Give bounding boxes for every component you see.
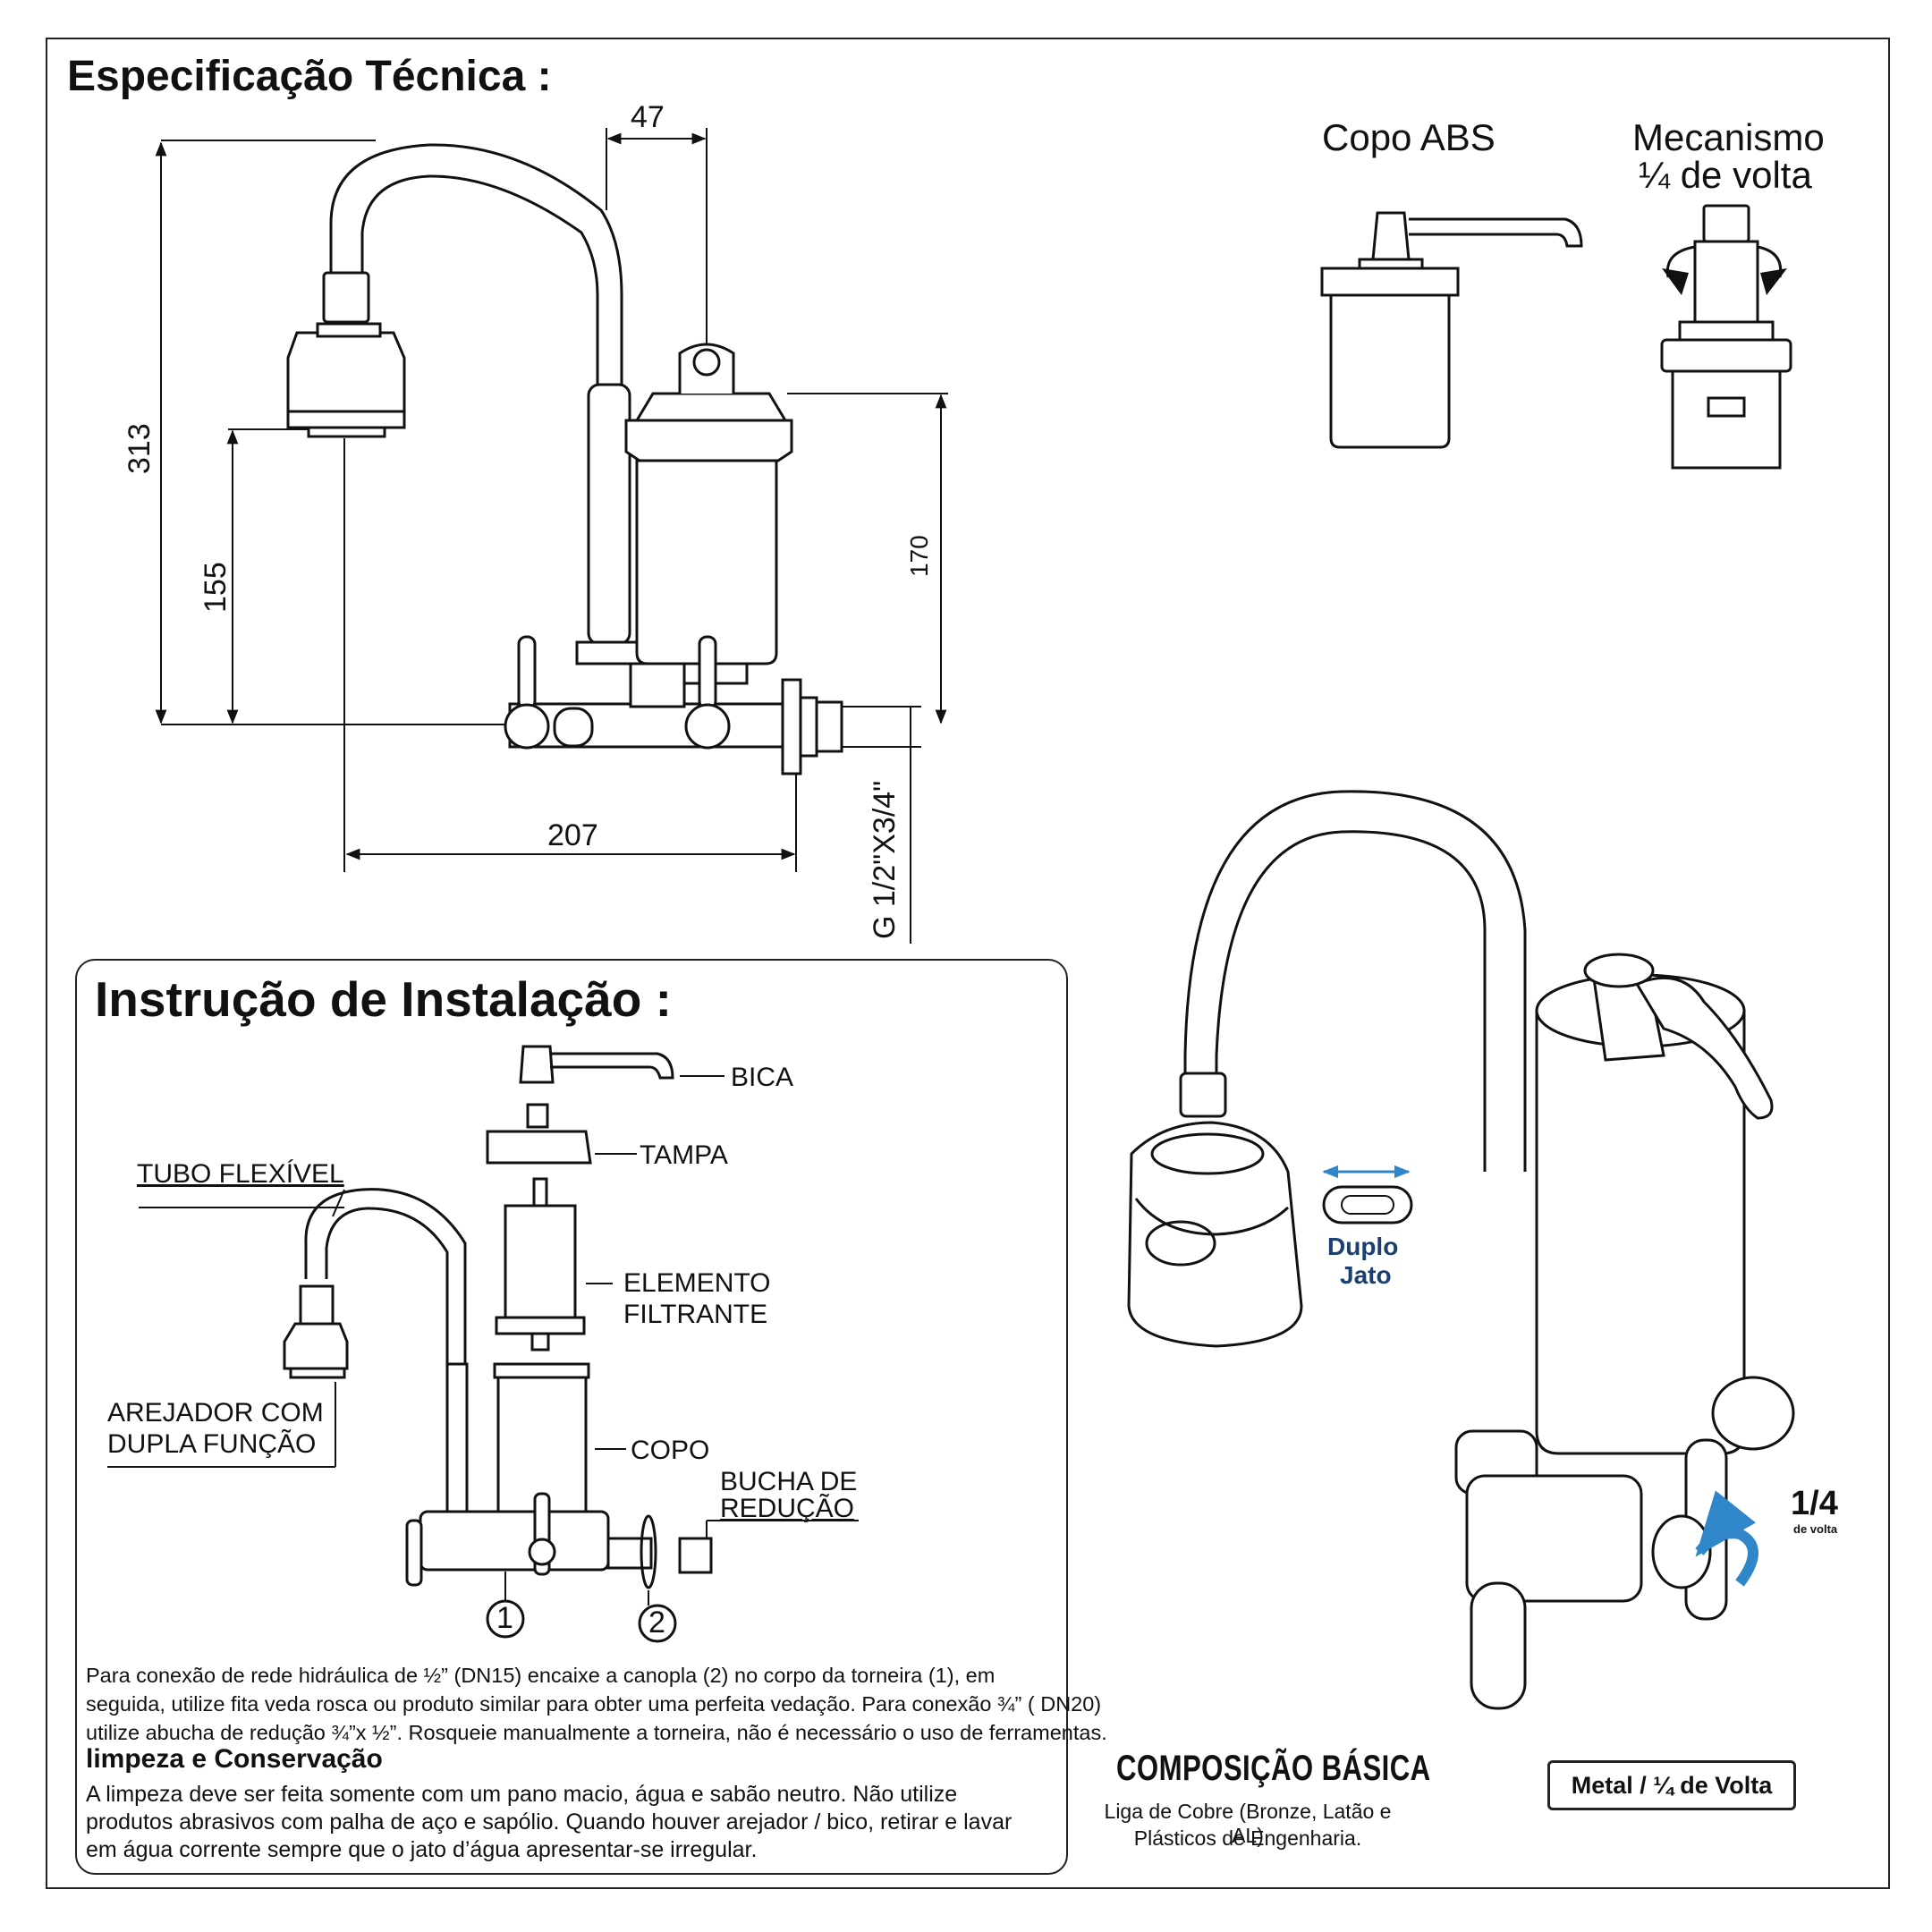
copo-abs-drawing [1320, 211, 1583, 449]
label-dupla-funcao: DUPLA FUNÇÃO [107, 1429, 317, 1459]
installation-exploded-drawing [107, 1045, 859, 1643]
cleaning-paragraph-1: A limpeza deve ser feita somente com um … [86, 1782, 958, 1807]
dimension-170: 170 [905, 535, 933, 577]
install-paragraph-2: seguida, utilize fita veda rosca ou prod… [86, 1692, 1102, 1716]
quarter-turn-label: 1/4 [1791, 1485, 1838, 1522]
callout-2: 2 [648, 1606, 665, 1640]
dimension-313: 313 [123, 423, 157, 474]
cleaning-paragraph-2: produtos abrasivos com palha de aço e sa… [86, 1809, 1013, 1835]
de-volta-label: de volta [1793, 1522, 1838, 1536]
spec-faucet-drawing [155, 128, 948, 944]
mecanismo-subtitle: ¼ de volta [1639, 154, 1812, 196]
jato-label: Jato [1340, 1261, 1392, 1289]
installation-title: Instrução de Instalação : [95, 971, 672, 1027]
copo-abs-title: Copo ABS [1322, 116, 1496, 158]
label-bucha: BUCHA DE [720, 1467, 858, 1496]
dimension-thread: G 1/2"X3/4" [868, 780, 902, 939]
cleaning-paragraph-3: em água corrente sempre que o jato d’águ… [86, 1837, 758, 1862]
label-bica: BICA [731, 1063, 794, 1092]
dimension-155: 155 [199, 562, 233, 613]
label-filtrante: FILTRANTE [623, 1300, 768, 1329]
spec-title: Especificação Técnica : [67, 53, 552, 100]
label-elemento: ELEMENTO [623, 1268, 771, 1298]
label-copo: COPO [631, 1436, 710, 1465]
label-tampa: TAMPA [640, 1140, 728, 1170]
cleaning-title: limpeza e Conservação [86, 1744, 383, 1774]
outer-frame [46, 38, 1890, 1889]
label-arejador: AREJADOR COM [107, 1398, 324, 1428]
label-reducao: REDUÇÃO [720, 1494, 855, 1523]
mecanismo-drawing [1660, 204, 1792, 470]
composition-line-1: Liga de Cobre (Bronze, Latão e AL) [1104, 1800, 1392, 1847]
duplo-label: Duplo [1327, 1233, 1399, 1260]
composition-line-2: Plásticos de Engenharia. [1133, 1826, 1362, 1850]
metal-quarter-badge: Metal / ¼ de Volta [1547, 1760, 1796, 1810]
dimension-47: 47 [631, 100, 665, 134]
dimension-207: 207 [547, 818, 598, 852]
installation-panel [75, 959, 1068, 1875]
label-tubo-flexivel: TUBO FLEXÍVEL [137, 1159, 344, 1189]
composition-title: COMPOSIÇÃO BÁSICA [1116, 1749, 1431, 1788]
install-paragraph-3: utilize abucha de redução ¾”x ½”. Rosque… [86, 1721, 1107, 1744]
product-illustration [1127, 790, 1795, 1710]
mecanismo-title: Mecanismo [1632, 116, 1825, 158]
install-paragraph-1: Para conexão de rede hidráulica de ½” (D… [86, 1664, 996, 1687]
callout-1: 1 [496, 1601, 513, 1635]
